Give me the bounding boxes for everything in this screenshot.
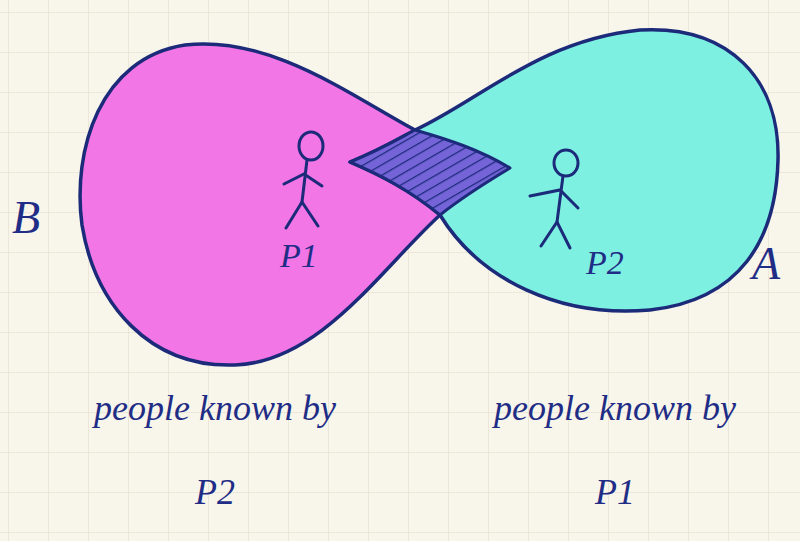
set-letter: B [12,190,40,245]
set-b-region [80,44,510,365]
intersection-fill [350,130,510,215]
set-a-outline [330,10,800,541]
set-a: Apeople known by P1 P2 [330,10,800,541]
stick-figure [284,132,323,228]
person-label: P1 [280,236,318,277]
set-b: Bpeople known by P2 P1 [0,20,530,541]
stick-figure [530,150,578,248]
person-p2: P2 [520,140,640,290]
set-letter: A [752,236,780,291]
person-label: P2 [586,243,624,284]
intersection-hatch [350,130,510,215]
set-caption: people known by P1 [490,366,740,534]
person-p1: P1 [270,120,345,290]
set-b-outline [0,20,530,541]
set-a-region [350,30,778,311]
set-caption: people known by P2 [90,366,340,534]
